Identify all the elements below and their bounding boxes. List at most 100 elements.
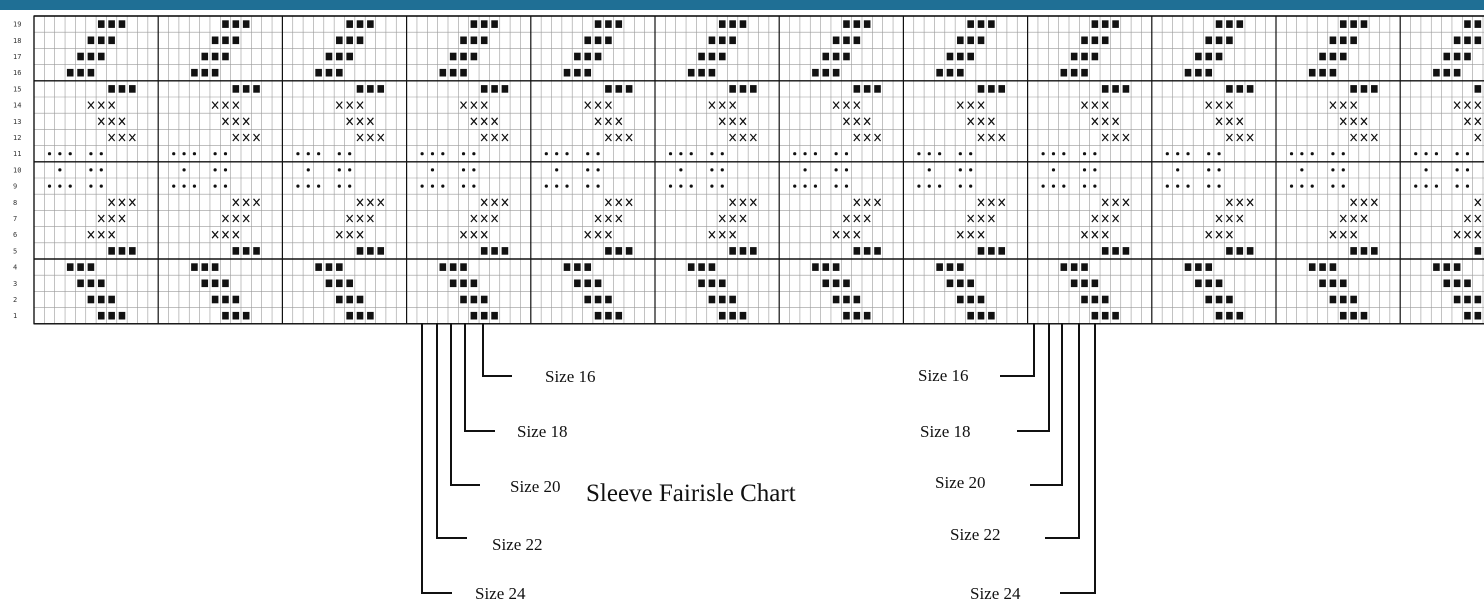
cross-cell <box>594 230 602 239</box>
filled-cell <box>946 68 954 77</box>
filled-cell <box>812 263 819 271</box>
filled-cell <box>1319 52 1326 61</box>
dot-cell <box>47 184 52 188</box>
filled-cell <box>936 263 943 271</box>
right-size-20-label: Size 20 <box>935 473 986 492</box>
dot-cell <box>565 184 569 188</box>
filled-cell <box>449 263 457 271</box>
cross-cell <box>491 133 499 142</box>
cross-cell <box>604 198 612 207</box>
filled-cell <box>853 311 861 320</box>
cross-cell <box>977 101 985 109</box>
cross-cell <box>853 101 861 109</box>
cross-cell <box>615 117 623 126</box>
filled-cell <box>584 263 592 271</box>
dot-cell <box>1341 152 1345 156</box>
dot-cell <box>1207 152 1211 156</box>
filled-cell <box>377 85 385 93</box>
dot-cell <box>710 168 714 172</box>
filled-cell <box>708 52 716 61</box>
cross-cell <box>853 117 861 126</box>
dot-cell <box>223 152 228 156</box>
dot-cell <box>1465 168 1470 172</box>
filled-cell <box>470 295 478 304</box>
cross-cell <box>739 198 747 207</box>
filled-cell <box>336 68 343 77</box>
cross-cell <box>1246 133 1254 142</box>
filled-cell <box>998 247 1006 255</box>
filled-cell <box>843 20 850 28</box>
cross-cell <box>1205 230 1213 239</box>
row-number: 9 <box>13 183 17 191</box>
filled-cell <box>232 36 240 45</box>
dot-cell <box>1424 152 1428 156</box>
filled-cell <box>594 52 602 61</box>
dot-cell <box>1207 168 1211 172</box>
filled-cell <box>1226 20 1233 28</box>
filled-cell <box>1443 68 1451 77</box>
cross-cell <box>604 230 612 239</box>
right-size-24-label: Size 24 <box>970 584 1021 603</box>
dot-cell <box>472 184 476 188</box>
filled-cell <box>449 52 457 61</box>
cross-cell <box>118 214 126 223</box>
filled-cell <box>967 36 974 45</box>
cross-cell <box>460 101 467 109</box>
cross-cell <box>594 117 602 126</box>
filled-cell <box>356 20 364 28</box>
filled-cell <box>346 279 353 288</box>
filled-cell <box>594 279 602 288</box>
filled-cell <box>1215 279 1223 288</box>
filled-cell <box>832 263 840 271</box>
filled-cell <box>1091 52 1099 61</box>
filled-cell <box>988 311 995 320</box>
row-number: 13 <box>13 118 21 126</box>
filled-cell <box>1081 295 1088 304</box>
filled-cell <box>1070 52 1078 61</box>
cross-cell <box>87 230 95 239</box>
cross-cell <box>729 101 737 109</box>
dot-cell <box>1434 152 1439 156</box>
dot-cell <box>689 184 693 188</box>
cross-cell <box>128 198 136 207</box>
filled-cell <box>491 247 498 255</box>
filled-cell <box>967 311 974 320</box>
filled-cell <box>1453 36 1461 45</box>
filled-cell <box>222 52 229 61</box>
filled-cell <box>325 279 333 288</box>
filled-cell <box>708 295 716 304</box>
filled-cell <box>87 263 95 271</box>
filled-cell <box>1101 311 1109 320</box>
filled-cell <box>336 279 343 288</box>
cross-cell <box>1474 198 1482 207</box>
cross-cell <box>491 198 499 207</box>
filled-cell <box>563 68 571 77</box>
filled-cell <box>1360 311 1368 320</box>
filled-cell <box>439 263 447 271</box>
dot-cell <box>917 152 921 156</box>
dot-cell <box>544 184 548 188</box>
cross-cell <box>1339 117 1347 126</box>
filled-cell <box>1319 279 1326 288</box>
dot-cell <box>1331 184 1335 188</box>
filled-cell <box>1246 85 1254 93</box>
filled-cell <box>108 247 115 255</box>
dot-cell <box>47 152 52 156</box>
filled-cell <box>118 247 126 255</box>
cross-cell <box>1474 133 1482 142</box>
filled-cell <box>129 247 136 255</box>
cross-cell <box>718 117 726 126</box>
cross-cell <box>356 117 364 126</box>
filled-cell <box>698 279 705 288</box>
filled-cell <box>480 295 488 304</box>
cross-cell <box>967 101 975 109</box>
cross-cell <box>1474 230 1482 239</box>
dot-cell <box>68 184 72 188</box>
filled-cell <box>853 36 861 45</box>
cross-cell <box>108 133 116 142</box>
cross-cell <box>853 133 861 142</box>
dot-cell <box>1414 152 1418 156</box>
filled-cell <box>843 311 850 320</box>
filled-cell <box>1091 295 1099 304</box>
